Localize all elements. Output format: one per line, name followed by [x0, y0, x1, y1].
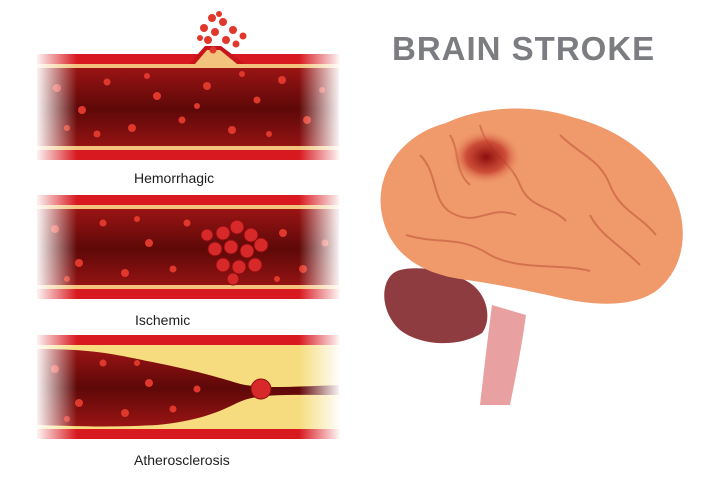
- hemorrhagic-vessel: [37, 10, 339, 165]
- ischemic-vessel: [37, 193, 339, 305]
- hemorrhagic-label: Hemorrhagic: [134, 170, 215, 186]
- atherosclerosis-vessel: [37, 333, 339, 445]
- hemorrhagic-vessel-icon: [37, 11, 339, 165]
- atherosclerosis-label: Atherosclerosis: [134, 452, 230, 468]
- ischemic-vessel-icon: [37, 193, 339, 305]
- atherosclerosis-vessel-icon: [37, 333, 339, 445]
- page-title: BRAIN STROKE: [392, 30, 656, 67]
- ischemic-label: Ischemic: [135, 312, 191, 328]
- brain-icon: [380, 108, 683, 405]
- brain-illustration: [360, 95, 700, 420]
